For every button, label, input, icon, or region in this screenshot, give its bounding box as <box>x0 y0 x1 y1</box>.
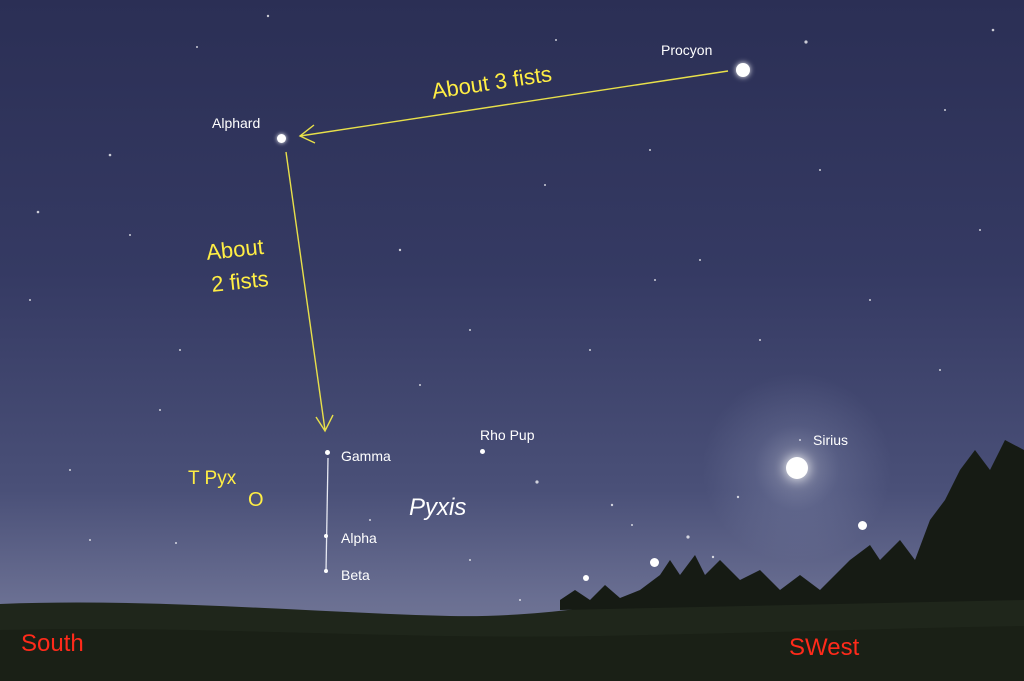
star <box>583 575 589 581</box>
alpha-star <box>324 534 328 538</box>
direction-south: South <box>21 630 84 657</box>
gamma-label: Gamma <box>341 448 391 464</box>
rho-pup-star <box>480 449 485 454</box>
direction-swest: SWest <box>789 634 860 661</box>
star <box>650 558 659 567</box>
t-pyx-marker: O <box>248 489 264 511</box>
beta-label: Beta <box>341 567 370 583</box>
procyon-star <box>736 63 750 77</box>
arrow-procyon-to-alphard <box>299 70 729 137</box>
alpha-label: Alpha <box>341 530 377 546</box>
arrowhead-alphard <box>298 124 316 144</box>
procyon-label: Procyon <box>661 42 713 58</box>
gamma-star <box>325 450 330 455</box>
arrow-alphard-to-gamma <box>285 151 326 431</box>
sirius-star <box>786 457 808 479</box>
pyxis-line <box>325 457 329 573</box>
star <box>858 521 867 530</box>
t-pyx-label: T Pyx <box>188 468 237 489</box>
arrowhead-gamma <box>315 414 334 433</box>
constellation-name: Pyxis <box>409 494 467 521</box>
alphard-label: Alphard <box>212 115 261 131</box>
beta-star <box>324 569 328 573</box>
alphard-star <box>277 134 286 143</box>
sirius-label: Sirius <box>813 432 849 448</box>
rho-pup-label: Rho Pup <box>480 427 535 443</box>
